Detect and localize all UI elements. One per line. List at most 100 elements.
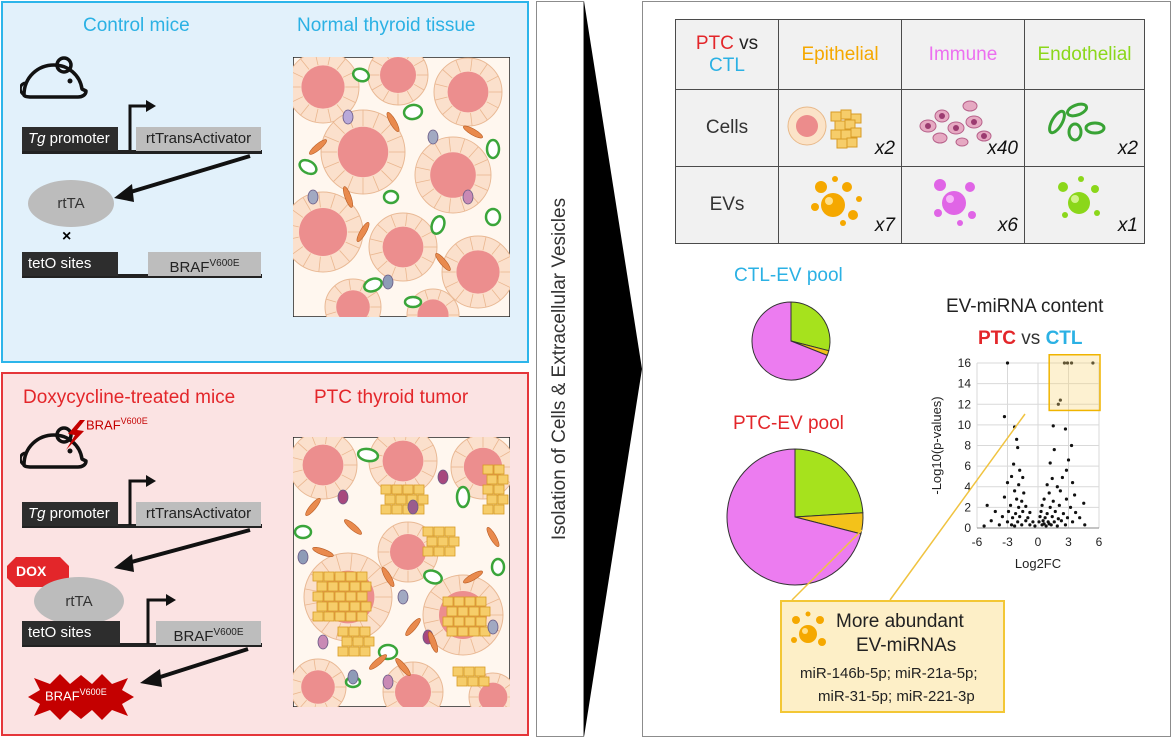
colloid xyxy=(301,65,345,109)
table-cell: x1 xyxy=(1024,166,1145,244)
tumor-cell xyxy=(316,601,328,612)
follicle-cell-wall xyxy=(293,469,303,473)
follicle-cell-wall xyxy=(377,438,388,448)
follicle-cell-wall xyxy=(325,485,328,499)
data-point xyxy=(1045,511,1049,516)
follicle-cell-wall xyxy=(479,585,491,597)
follicle-cell-wall xyxy=(459,138,466,153)
data-point xyxy=(1018,515,1022,519)
follicle-cell-wall xyxy=(293,691,302,695)
follicle-cell-wall xyxy=(327,57,331,66)
colloid xyxy=(382,226,424,268)
immune-cell xyxy=(382,274,394,290)
follicle-cell-wall xyxy=(345,241,360,249)
follicle-cell-wall xyxy=(421,470,434,478)
data-point xyxy=(1069,361,1074,365)
data-point xyxy=(1065,516,1070,520)
data-point xyxy=(1010,516,1015,520)
follicle-cell-wall xyxy=(445,256,459,263)
follicle-cell-wall xyxy=(392,525,400,537)
tumor-cell xyxy=(327,601,339,612)
data-point xyxy=(1064,468,1069,472)
blood-vessel xyxy=(403,295,423,309)
fibroblast xyxy=(463,570,483,584)
tumor-cell xyxy=(327,581,339,592)
follicle-cell-wall xyxy=(330,255,336,271)
tumor-cell xyxy=(348,646,360,657)
blood-vessel xyxy=(356,447,380,463)
teto-sites-box: tetO sites xyxy=(22,621,120,645)
data-point xyxy=(1005,520,1010,524)
follicle-cell-wall xyxy=(405,213,408,227)
data-point xyxy=(1009,523,1014,527)
dox-octagon-icon xyxy=(7,557,69,587)
follicle-cell-wall xyxy=(415,166,431,171)
follicle-cell-wall xyxy=(442,69,453,79)
follicle-cell-wall xyxy=(422,152,435,162)
follicle-cell-wall xyxy=(293,225,299,228)
data-point xyxy=(1042,497,1046,501)
follicle-cell-wall xyxy=(434,83,448,88)
follicle-cell-wall xyxy=(332,671,342,678)
follicle-cell-wall xyxy=(415,179,431,184)
expression-arrow-icon xyxy=(114,528,251,572)
follicle-cell-wall xyxy=(373,606,390,614)
data-point xyxy=(985,503,989,507)
y-tick-label: 10 xyxy=(958,418,972,432)
tumor-cell xyxy=(486,474,498,485)
colloid xyxy=(301,670,335,704)
follicle-cell-wall xyxy=(497,256,510,263)
follicle-cell-wall xyxy=(428,676,440,684)
follicle-cell-wall xyxy=(470,638,476,654)
tumor-cell xyxy=(323,611,335,622)
colloid xyxy=(447,71,489,113)
follicle-cell-wall xyxy=(336,58,346,70)
tumor-cell xyxy=(402,484,414,495)
expression-arrow-icon xyxy=(140,647,249,687)
tumor-cell xyxy=(457,606,469,617)
follicle-cell-wall xyxy=(381,560,393,568)
tumor-cell xyxy=(312,611,324,622)
pie-slice-endothelial xyxy=(790,301,831,352)
tumor-cell xyxy=(395,494,407,505)
follicle-cell-wall xyxy=(293,236,299,239)
follicle-cell-wall xyxy=(421,665,429,677)
follicle-cell-wall xyxy=(372,175,380,191)
tumor-cell xyxy=(442,616,454,627)
follicle-cell-wall xyxy=(297,478,308,488)
tumor-cell xyxy=(312,591,324,602)
fibroblast xyxy=(381,567,395,587)
data-point xyxy=(1064,497,1069,501)
follicle-cell-wall xyxy=(422,188,435,198)
follicle-cell-wall xyxy=(470,112,473,126)
follicle-cell-wall xyxy=(373,580,390,588)
data-point xyxy=(1048,461,1052,465)
tumor-cell xyxy=(464,616,476,627)
dna-strand-1 xyxy=(22,150,262,154)
follicle-cell-wall xyxy=(486,75,499,83)
rttransactivator-box: rtTransActivator xyxy=(136,502,261,526)
follicle-cell-wall xyxy=(332,696,342,703)
follicle-cell-wall xyxy=(324,135,340,143)
data-point xyxy=(1028,510,1032,515)
data-point xyxy=(1056,402,1060,406)
fibroblast xyxy=(342,186,354,208)
follicle-cell-wall xyxy=(486,101,499,109)
follicle-cell-wall xyxy=(392,567,400,579)
control-mice-title: Control mice xyxy=(83,15,190,36)
ptc-ev-pool-title: PTC-EV pool xyxy=(733,413,844,434)
follicle-cell-wall xyxy=(367,291,377,298)
volcano-subtitle: PTC vs CTL xyxy=(978,328,1083,349)
follicle-cell-wall xyxy=(504,684,510,689)
colloid xyxy=(430,152,476,198)
data-point xyxy=(997,523,1001,527)
follicle-cell-wall xyxy=(293,72,304,78)
immune-cell xyxy=(427,129,439,145)
blood-vessel xyxy=(382,189,400,205)
follicle-cell-wall xyxy=(430,591,444,601)
colloid xyxy=(456,250,500,294)
data-point xyxy=(1000,515,1005,519)
mouse-icon xyxy=(20,426,88,469)
data-point xyxy=(1002,415,1007,419)
tumor-cell xyxy=(323,591,335,602)
